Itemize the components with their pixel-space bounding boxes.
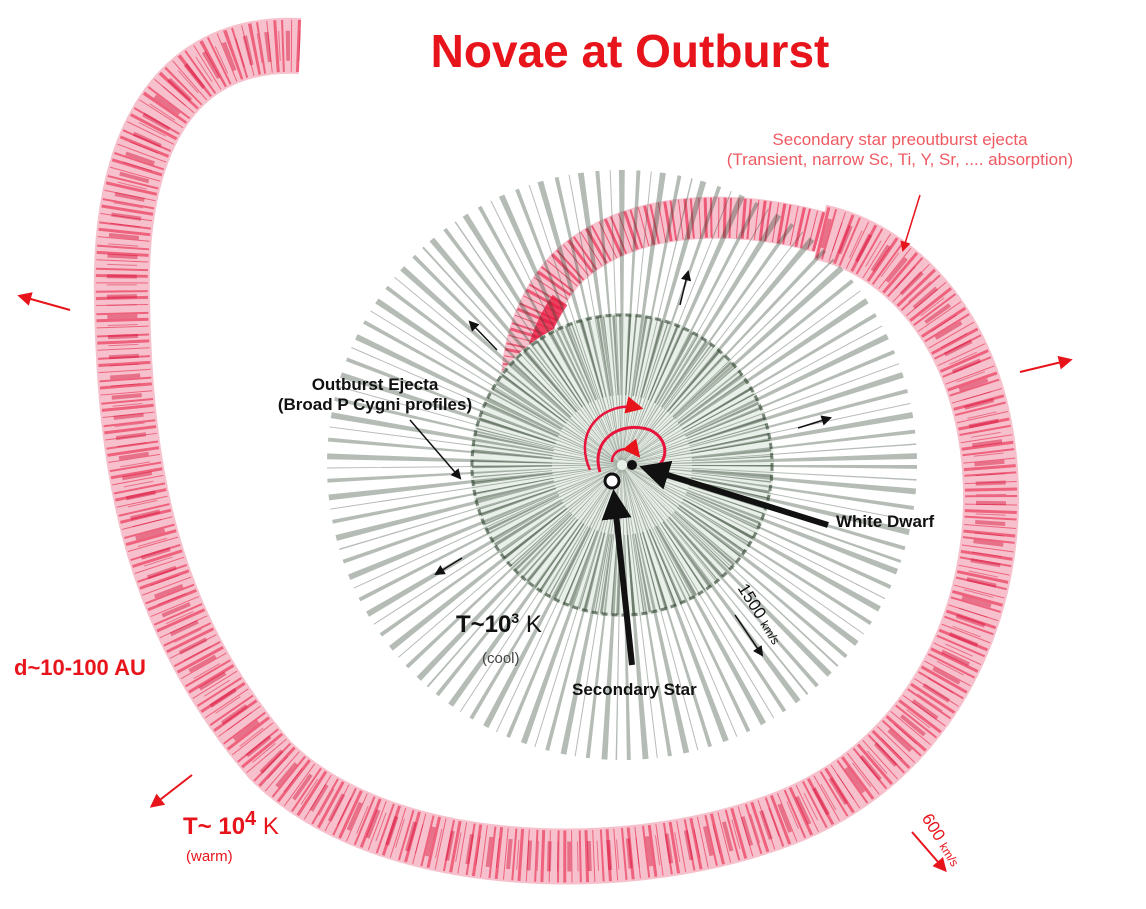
ejecta-label-arrow [410,420,460,478]
outer-temperature: T~ 104 K [183,808,279,841]
white-dwarf-dot [627,460,637,470]
outer-temperature-note: (warm) [186,848,233,865]
white-dwarf-label: White Dwarf [836,512,934,532]
secondary-ejecta-label: Secondary star preoutburst ejecta (Trans… [720,130,1080,170]
distance-label: d~10-100 AU [14,655,146,681]
secondary-ejecta-line2: (Transient, narrow Sc, Ti, Y, Sr, .... a… [720,150,1080,170]
outburst-ejecta-line2: (Broad P Cygni profiles) [255,395,495,415]
inner-temperature: T~103 K [456,610,542,639]
outburst-ejecta-line1: Outburst Ejecta [255,375,495,395]
secondary-ejecta-label-arrow [903,195,920,250]
secondary-star-label: Secondary Star [572,680,697,700]
secondary-ejecta-line1: Secondary star preoutburst ejecta [720,130,1080,150]
inner-temperature-note: (cool) [482,650,520,667]
secondary-star-dot [605,474,619,488]
page-title: Novae at Outburst [0,24,1146,78]
outburst-ejecta-label: Outburst Ejecta (Broad P Cygni profiles) [255,375,495,415]
